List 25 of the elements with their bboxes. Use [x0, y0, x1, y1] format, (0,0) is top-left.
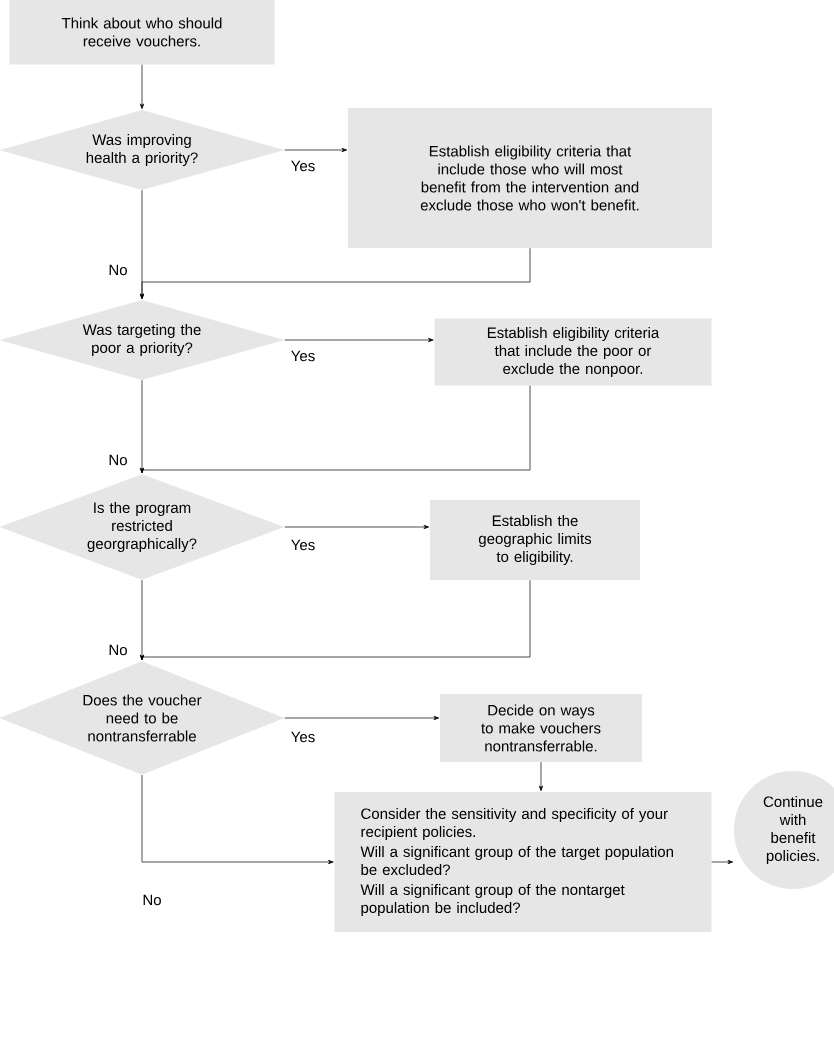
arrow	[284, 147, 348, 153]
process-box: Decide on ways to make vouchers nontransferrable.	[440, 694, 642, 762]
arrow	[139, 385, 531, 474]
process-box: Establish the geographic limits to eligibility.	[430, 500, 640, 580]
arrow	[139, 579, 531, 661]
edge-label: Yes	[289, 730, 317, 744]
arrow	[711, 859, 734, 865]
edge-label: Yes	[289, 538, 317, 552]
edge-label: No	[107, 643, 129, 657]
arrow	[284, 524, 430, 530]
edge-label: Yes	[289, 159, 317, 173]
process-box: Consider the sensitivity and specificity of your recipient policies. Will a significant group of the target population be excluded? Will a significant group of the nontarget population be included?	[334, 792, 712, 932]
process-box: Establish eligibility criteria that include those who will most benefit from the intervention and exclude those who won't benefit.	[348, 108, 712, 248]
edge-label: No	[107, 453, 129, 467]
arrow	[284, 337, 434, 343]
arrow	[139, 64, 145, 110]
arrow	[139, 247, 531, 300]
edge-label: Yes	[289, 349, 317, 363]
edge-label: No	[107, 263, 129, 277]
process-box: Establish eligibility criteria that include the poor or exclude the nonpoor.	[434, 318, 712, 386]
arrow	[538, 761, 544, 792]
arrow	[141, 774, 334, 865]
edge-label: No	[141, 893, 163, 907]
arrow	[284, 715, 440, 721]
process-box: Think about who should receive vouchers.	[9, 0, 275, 65]
